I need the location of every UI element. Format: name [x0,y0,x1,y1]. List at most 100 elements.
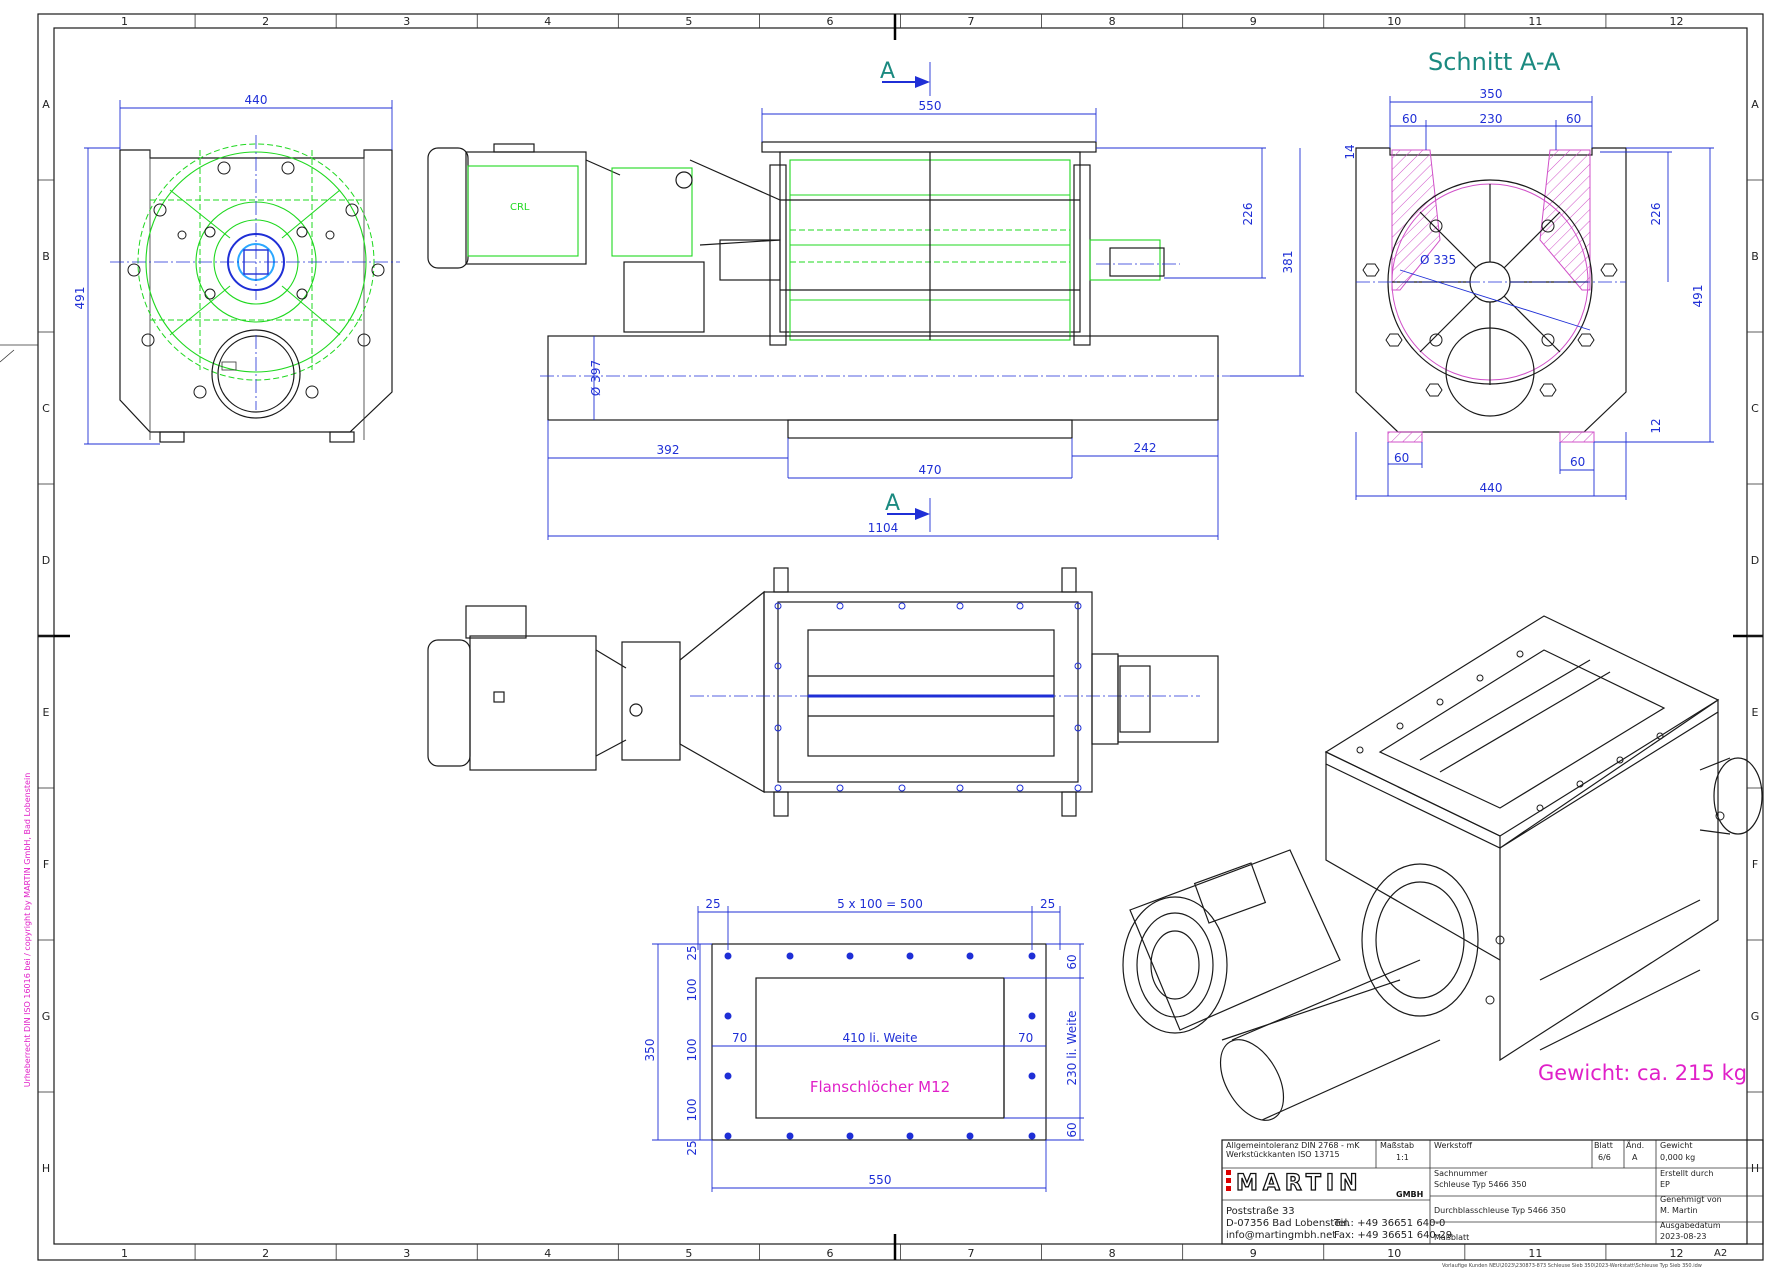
column-label: 6 [826,1247,833,1260]
tolerance-line1: Allgemeintoleranz DIN 2768 - mK [1226,1141,1360,1150]
grid-ticks [38,14,1763,1260]
side-dim-242: 242 [1134,441,1157,455]
column-label: 6 [826,15,833,28]
column-label: 5 [685,1247,692,1260]
side-dim-381: 381 [1281,251,1295,274]
copyright-margin: Urheberrecht DIN ISO 16016 bei / copyrig… [23,773,32,1088]
created-by-value: EP [1660,1180,1670,1189]
row-label: C [42,402,50,415]
weight-label: Gewicht [1660,1141,1693,1150]
section-dim-60-bottom-right: 60 [1570,455,1585,469]
flange-dim-25a: 25 [685,945,699,960]
section-dim-14: 14 [1343,144,1357,159]
weight-value: 0,000 kg [1660,1153,1695,1162]
side-dim-397: Ø 397 [589,360,603,396]
approved-value: M. Martin [1660,1206,1698,1215]
scale-label: Maßstab [1380,1141,1414,1150]
file-path: Vorlaufige Kunden NEU\2023\230873-873 Sc… [1442,1263,1702,1269]
martin-logo: MARTIN GMBH [1226,1170,1423,1199]
front-dim-440: 440 [245,93,268,107]
section-marker-top: A [880,59,895,84]
revision-label: Änd. [1626,1140,1644,1150]
row-label: G [42,1010,51,1023]
material-label: Werkstoff [1434,1141,1472,1150]
row-label: C [1751,402,1759,415]
section-dim-226: 226 [1649,203,1663,226]
logo-sub: GMBH [1396,1190,1423,1199]
issue-label: Ausgabedatum [1660,1221,1721,1230]
flange-note: Flanschlöcher M12 [810,1078,950,1096]
front-view: 440 491 [73,93,400,445]
row-label: D [1751,554,1759,567]
scale-value: 1:1 [1396,1153,1409,1162]
column-label: 10 [1387,1247,1401,1260]
column-label: 3 [403,1247,410,1260]
column-label: 5 [685,15,692,28]
sheet-format: A2 [1714,1248,1727,1259]
logo-text: MARTIN [1236,1171,1362,1196]
section-dim-335: Ø 335 [1420,253,1456,267]
sheet-type: Maßblatt [1434,1233,1469,1242]
flange-dim-25b: 25 [685,1140,699,1155]
address-line1: Poststraße 33 [1226,1206,1295,1217]
column-label: 2 [262,1247,269,1260]
weight-note: Gewicht: ca. 215 kg [1538,1061,1747,1085]
flange-dim-70-left: 70 [732,1031,747,1045]
column-label: 7 [968,15,975,28]
email: info@martingmbh.net [1226,1230,1336,1241]
column-label: 11 [1528,15,1542,28]
created-by-label: Erstellt durch [1660,1169,1713,1178]
row-label: E [43,706,50,719]
row-label: H [1751,1162,1759,1175]
row-label: G [1751,1010,1760,1023]
row-label: B [1751,250,1759,263]
row-label: A [42,98,50,111]
sheet-value: 6/6 [1598,1153,1611,1162]
part-number-value: Schleuse Typ 5466 350 [1434,1180,1527,1189]
section-dim-60-right: 60 [1566,112,1581,126]
column-label: 12 [1669,15,1683,28]
row-label: F [43,858,49,871]
column-label: 4 [544,1247,551,1260]
flange-inner-height: 230 li. Weite [1065,1011,1079,1086]
svg-text:CRL: CRL [510,202,530,213]
phone: Tel.: +49 36651 640-0 [1333,1218,1445,1229]
column-label: 3 [403,15,410,28]
side-dim-550: 550 [919,99,942,113]
row-label: D [42,554,50,567]
section-dim-440: 440 [1480,481,1503,495]
section-marker-bottom: A [885,491,900,516]
section-title: Schnitt A-A [1428,48,1561,76]
flange-dim-550: 550 [869,1173,892,1187]
sheet-label: Blatt [1594,1141,1613,1150]
isometric-view [1122,615,1763,1121]
part-number-label: Sachnummer [1434,1169,1488,1178]
flange-dim-60-bottom: 60 [1065,1122,1079,1137]
flange-dim-25-left: 25 [705,897,720,911]
side-dim-392: 392 [657,443,680,457]
front-dim-491: 491 [73,287,87,310]
flange-dim-60-top: 60 [1065,954,1079,969]
column-label: 1 [121,1247,128,1260]
flange-dim-top: 5 x 100 = 500 [837,897,923,911]
section-dim-350: 350 [1480,87,1503,101]
flange-dim-100b: 100 [685,1039,699,1062]
flange-dim-100a: 100 [685,979,699,1002]
side-dim-1104: 1104 [868,521,899,535]
side-dim-470: 470 [919,463,942,477]
section-dim-12: 12 [1649,418,1663,433]
row-label: B [42,250,50,263]
section-view: Schnitt A-A 350 [1343,48,1714,500]
column-label: 4 [544,15,551,28]
flange-dim-70-right: 70 [1018,1031,1033,1045]
title-block: Allgemeintoleranz DIN 2768 - mK Werkstüc… [1221,1139,1764,1245]
tolerance-line2: Werkstückkanten ISO 13715 [1226,1150,1340,1159]
row-label: H [42,1162,50,1175]
flange-dim-100c: 100 [685,1099,699,1122]
top-view [427,567,1219,817]
row-label: F [1752,858,1758,871]
section-dim-230: 230 [1480,112,1503,126]
column-label: 7 [968,1247,975,1260]
